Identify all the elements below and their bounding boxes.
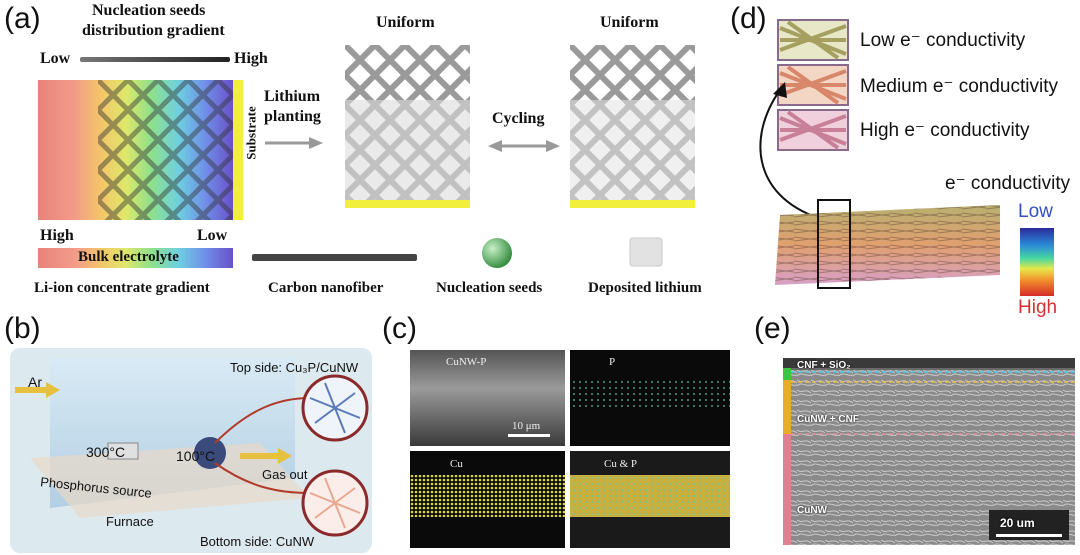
cycling-label: Cycling (492, 110, 545, 127)
furnace-label: Furnace (106, 514, 154, 529)
conductivity-colorbar (1020, 228, 1054, 296)
planting-label-1: Lithium (264, 88, 321, 105)
scale-title: e⁻ conductivity (945, 173, 1071, 194)
sem-label-bl: Cu (450, 458, 463, 470)
legend-seeds: Nucleation seeds (436, 280, 543, 296)
li-ion-gradient: Li-ion concentrate gradient (34, 280, 210, 296)
grad-high: High (40, 227, 74, 244)
panel-b-label: (b) (4, 312, 41, 345)
layer-top-label: CNF + SiO₂ (797, 360, 851, 371)
layer-mid-label: CuNW + CNF (797, 414, 859, 425)
sem-scale-e: 20 um (1000, 516, 1035, 530)
gas-out-label: Gas out (262, 467, 308, 482)
furnace-diagram (10, 348, 372, 553)
panel-a-label: (a) (4, 2, 41, 35)
sem-label-tl: CuNW-P (446, 356, 487, 368)
uniform-label-1: Uniform (376, 14, 435, 31)
medium-e-label: Medium e⁻ conductivity (860, 76, 1058, 97)
sem-scale: 10 μm (512, 420, 541, 432)
cycling-arrow (488, 140, 560, 152)
gradient-electrode (38, 80, 243, 220)
sem-label-br: Cu & P (604, 458, 638, 470)
panel-c-label: (c) (382, 312, 417, 345)
cross-section-sem (783, 358, 1075, 545)
fiber-stack (775, 199, 1000, 289)
high-e-label: High e⁻ conductivity (860, 120, 1030, 141)
bottom-side-label: Bottom side: CuNW (200, 534, 315, 549)
uniform-mesh-1 (345, 45, 470, 208)
uniform-label-2: Uniform (600, 14, 659, 31)
seed-gradient-bar (80, 57, 230, 62)
scale-high: High (1018, 297, 1058, 318)
uniform-mesh-2 (570, 45, 695, 208)
seed-high: High (234, 50, 268, 67)
layer-bot-label: CuNW (797, 505, 827, 516)
grad-low: Low (197, 227, 228, 244)
scale-low: Low (1018, 201, 1053, 222)
sem-label-tr: P (609, 356, 616, 368)
bulk-electrolyte: Bulk electrolyte (78, 249, 179, 265)
top-side-label: Top side: Cu₃P/CuNW (230, 360, 359, 375)
ar-label: Ar (28, 374, 42, 390)
planting-arrow (265, 137, 323, 149)
seed-low: Low (40, 50, 71, 67)
legend-seed-swatch (482, 238, 512, 268)
panel-d-label: (d) (730, 2, 767, 35)
conductivity-swatches (777, 19, 849, 151)
legend-cnf-swatch (252, 254, 417, 261)
planting-label-2: planting (264, 108, 321, 125)
substrate-label: Substrate (243, 106, 259, 160)
sem-eds-grid (410, 350, 730, 548)
legend-lithium-swatch (629, 237, 663, 267)
temp-100: 100°C (176, 448, 216, 464)
seed-title-1: Nucleation seeds (92, 2, 206, 19)
electrolyte-gradient-bar (38, 248, 233, 268)
curved-arrow (759, 82, 826, 221)
low-e-label: Low e⁻ conductivity (860, 30, 1026, 51)
temp-300: 300°C (86, 444, 126, 460)
legend-lithium: Deposited lithium (588, 280, 702, 296)
seed-title-2: distribution gradient (82, 22, 225, 39)
legend-cnf: Carbon nanofiber (268, 280, 384, 296)
panel-e-label: (e) (754, 312, 791, 345)
